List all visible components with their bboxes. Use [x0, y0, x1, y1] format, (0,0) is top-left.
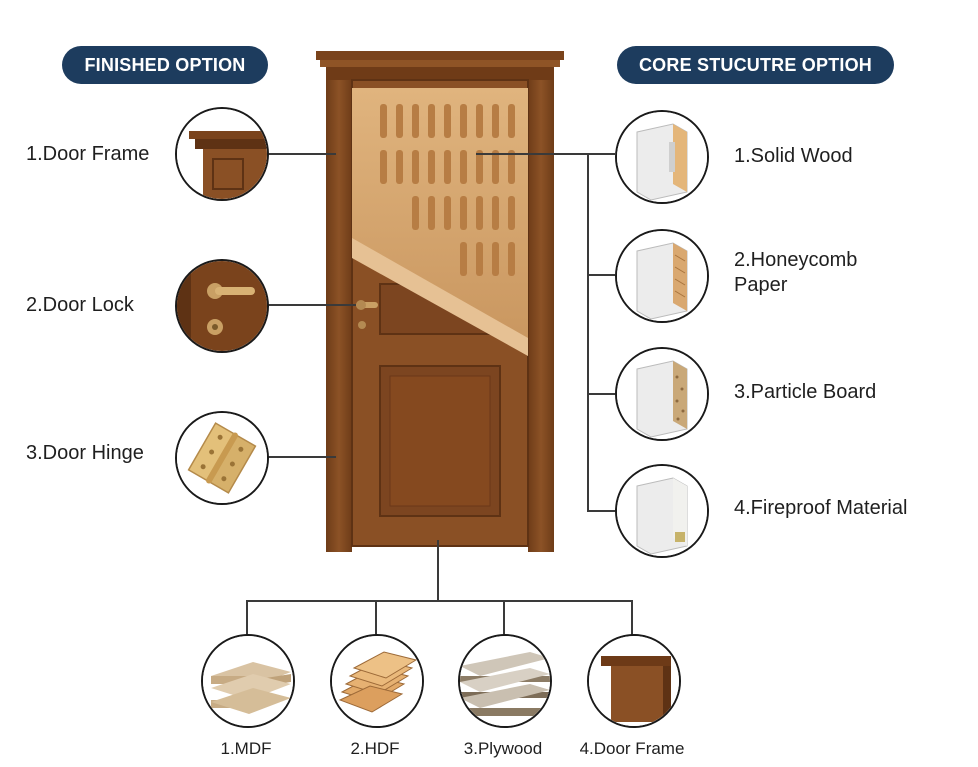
- connector-door-frame-material: [631, 600, 633, 636]
- finished-option-header: FINISHED OPTION: [62, 46, 268, 84]
- connector-core-main: [476, 153, 588, 155]
- solid-wood-core-icon: [615, 110, 709, 204]
- core-item-solid-wood-label: 1.Solid Wood: [734, 145, 853, 167]
- connector-door-lock: [268, 304, 356, 306]
- material-hdf-label: 2.HDF: [350, 739, 400, 758]
- core-item-honeycomb-label: 2.Honeycomb Paper: [734, 249, 858, 296]
- connector-door-frame: [268, 153, 336, 155]
- material-plywood-label: 3.Plywood: [463, 739, 543, 758]
- fireproof-core-icon: [615, 464, 709, 558]
- connector-materials-stem: [437, 540, 439, 602]
- door-frame-icon: [175, 107, 269, 201]
- door-illustration: [316, 51, 564, 552]
- connector-honeycomb: [587, 274, 615, 276]
- connector-door-hinge: [268, 456, 336, 458]
- plywood-boards-icon: [458, 634, 552, 728]
- connector-plywood: [503, 600, 505, 636]
- core-structure-option-header: CORE STUCUTRE OPTIOH: [617, 46, 894, 84]
- connector-fireproof: [587, 510, 615, 512]
- material-door-frame-label: 4.Door Frame: [579, 739, 685, 758]
- honeycomb-core-icon: [615, 229, 709, 323]
- door-lock-icon: [175, 259, 269, 353]
- finished-item-door-hinge-label: 3.Door Hinge: [26, 442, 144, 464]
- core-item-fireproof-label: 4.Fireproof Material: [734, 497, 908, 519]
- finished-item-door-lock-label: 2.Door Lock: [26, 294, 134, 316]
- connector-particle-board: [587, 393, 615, 395]
- connector-materials-bar: [246, 600, 633, 602]
- connector-solid-wood: [587, 153, 615, 155]
- hdf-boards-icon: [330, 634, 424, 728]
- mdf-boards-icon: [201, 634, 295, 728]
- connector-hdf: [375, 600, 377, 636]
- connector-mdf: [246, 600, 248, 636]
- material-mdf-label: 1.MDF: [220, 739, 272, 758]
- door-frame-section-icon: [587, 634, 681, 728]
- particle-board-core-icon: [615, 347, 709, 441]
- door-hinge-icon: [175, 411, 269, 505]
- connector-core-vertical: [587, 153, 589, 511]
- finished-item-door-frame-label: 1.Door Frame: [26, 143, 150, 165]
- core-item-particle-board-label: 3.Particle Board: [734, 381, 877, 403]
